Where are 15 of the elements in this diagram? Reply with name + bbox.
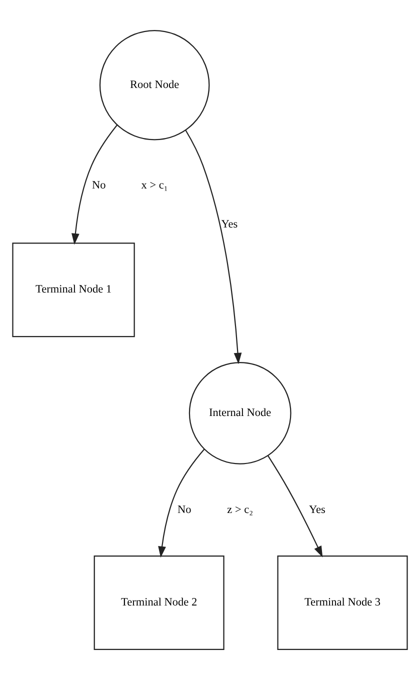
arrow <box>267 454 323 557</box>
arrow <box>185 130 242 364</box>
edge-label: No <box>178 503 192 516</box>
edge-label: Yes <box>221 218 238 230</box>
node-label: z > c₂ <box>227 503 254 516</box>
node-box: Terminal Node 3 <box>277 555 408 650</box>
arrow <box>158 448 205 558</box>
node-box: Terminal Node 1 <box>12 242 135 337</box>
arrow <box>72 124 118 244</box>
node-circle: Internal Node <box>188 361 292 464</box>
node-box: Terminal Node 2 <box>94 555 224 650</box>
edge-label: Yes <box>309 503 326 516</box>
node-label: x > c₁ <box>141 179 168 192</box>
edge-label: No <box>92 179 106 192</box>
node-circle: Root Node <box>99 29 210 140</box>
